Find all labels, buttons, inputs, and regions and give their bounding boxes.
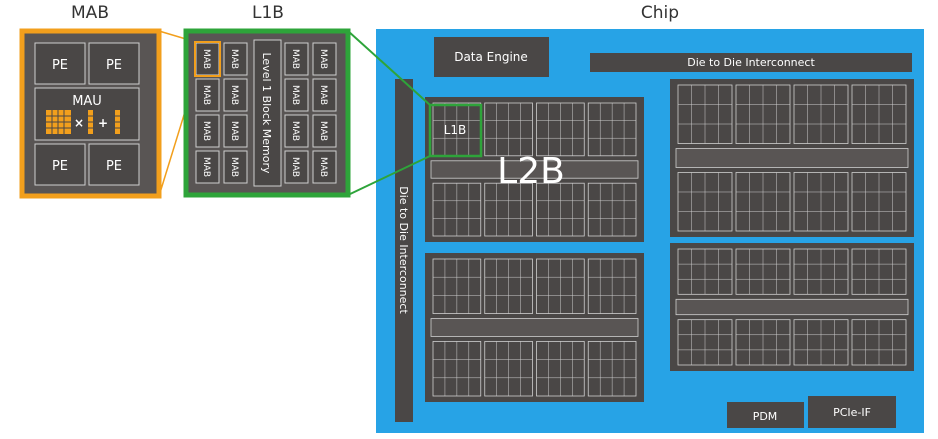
mab-cell-label: MAB [290, 85, 300, 105]
mab-cell-label: MAB [229, 49, 239, 69]
mab-cell [223, 114, 248, 148]
l2b-quadrants [425, 79, 914, 402]
mab-cell-label: MAB [290, 49, 300, 69]
plus-symbol: + [98, 116, 108, 130]
l2b-memory-band [430, 318, 639, 337]
pdm-label: PDM [753, 410, 778, 423]
mau-matrix-icon [46, 110, 71, 134]
pe-cell [34, 42, 86, 85]
connector-top [347, 30, 431, 106]
data-engine-label: Data Engine [454, 50, 528, 64]
mab-title: MAB [71, 3, 109, 23]
mab-cell [284, 150, 309, 184]
l2b-memory-band [430, 160, 639, 179]
level1-memory-block [253, 39, 282, 187]
pe-cell [34, 143, 86, 186]
mab-cell-label: MAB [229, 85, 239, 105]
pdm-block [727, 402, 804, 428]
mau-label: MAU [72, 94, 102, 109]
l2b-memory-band [675, 298, 909, 316]
l1b-mab-grid: MAB MAB MAB MAB MAB MAB MAB MAB MAB MAB MAB MAB MAB M… [195, 42, 337, 184]
mab-cell [195, 78, 220, 112]
l1b-mab-highlight [194, 41, 221, 77]
l1b-highlight-box [428, 103, 483, 158]
connector-bottom [347, 155, 431, 196]
mab-cell [312, 114, 337, 148]
mab-cell [195, 114, 220, 148]
pe-label: PE [52, 159, 68, 174]
mau-vector-icon [88, 110, 93, 134]
mab-cell-label: MAB [201, 49, 211, 69]
mab-cell-label: MAB [229, 121, 239, 141]
d2d-top-block [590, 53, 912, 72]
mab-cell [284, 42, 309, 76]
d2d-top-label: Die to Die Interconnect [687, 56, 815, 69]
mab-cell [223, 78, 248, 112]
pcie-block [808, 396, 896, 428]
data-engine-block [434, 37, 549, 77]
mab-cell [223, 42, 248, 76]
mab-cell-label: MAB [318, 49, 328, 69]
pe-label: PE [106, 58, 122, 73]
mau-vector-icon [115, 110, 120, 134]
pcie-label: PCIe-IF [833, 406, 871, 419]
mab-cell [223, 150, 248, 184]
l1b-highlight-label: L1B [444, 123, 467, 137]
d2d-left-block [395, 79, 413, 422]
l2b-label: L2B [497, 151, 565, 192]
times-symbol: × [74, 116, 84, 130]
mab-cell [312, 42, 337, 76]
mab-cell-label: MAB [318, 85, 328, 105]
mab-cell-label: MAB [290, 157, 300, 177]
mab-cell-label: MAB [229, 157, 239, 177]
pe-cell [88, 42, 140, 85]
mab-cell [312, 78, 337, 112]
l1b-title: L1B [252, 3, 284, 23]
mab-cell [195, 150, 220, 184]
mab-cell-label: MAB [201, 85, 211, 105]
mab-cell-label: MAB [290, 121, 300, 141]
mab-cell [284, 114, 309, 148]
pe-cell [88, 143, 140, 186]
mab-cell [284, 78, 309, 112]
mab-cell [312, 150, 337, 184]
mab-cell-label: MAB [201, 157, 211, 177]
d2d-left-label: Die to Die Interconnect [397, 186, 410, 314]
l2b-memory-band [675, 148, 909, 168]
mab-cell-label: MAB [318, 121, 328, 141]
pe-label: PE [106, 159, 122, 174]
mab-cell-label: MAB [318, 157, 328, 177]
mab-cell-label: MAB [201, 121, 211, 141]
level1-memory-label: Level 1 Block Memory [260, 52, 273, 174]
chip-title: Chip [640, 3, 680, 23]
pe-label: PE [52, 58, 68, 73]
